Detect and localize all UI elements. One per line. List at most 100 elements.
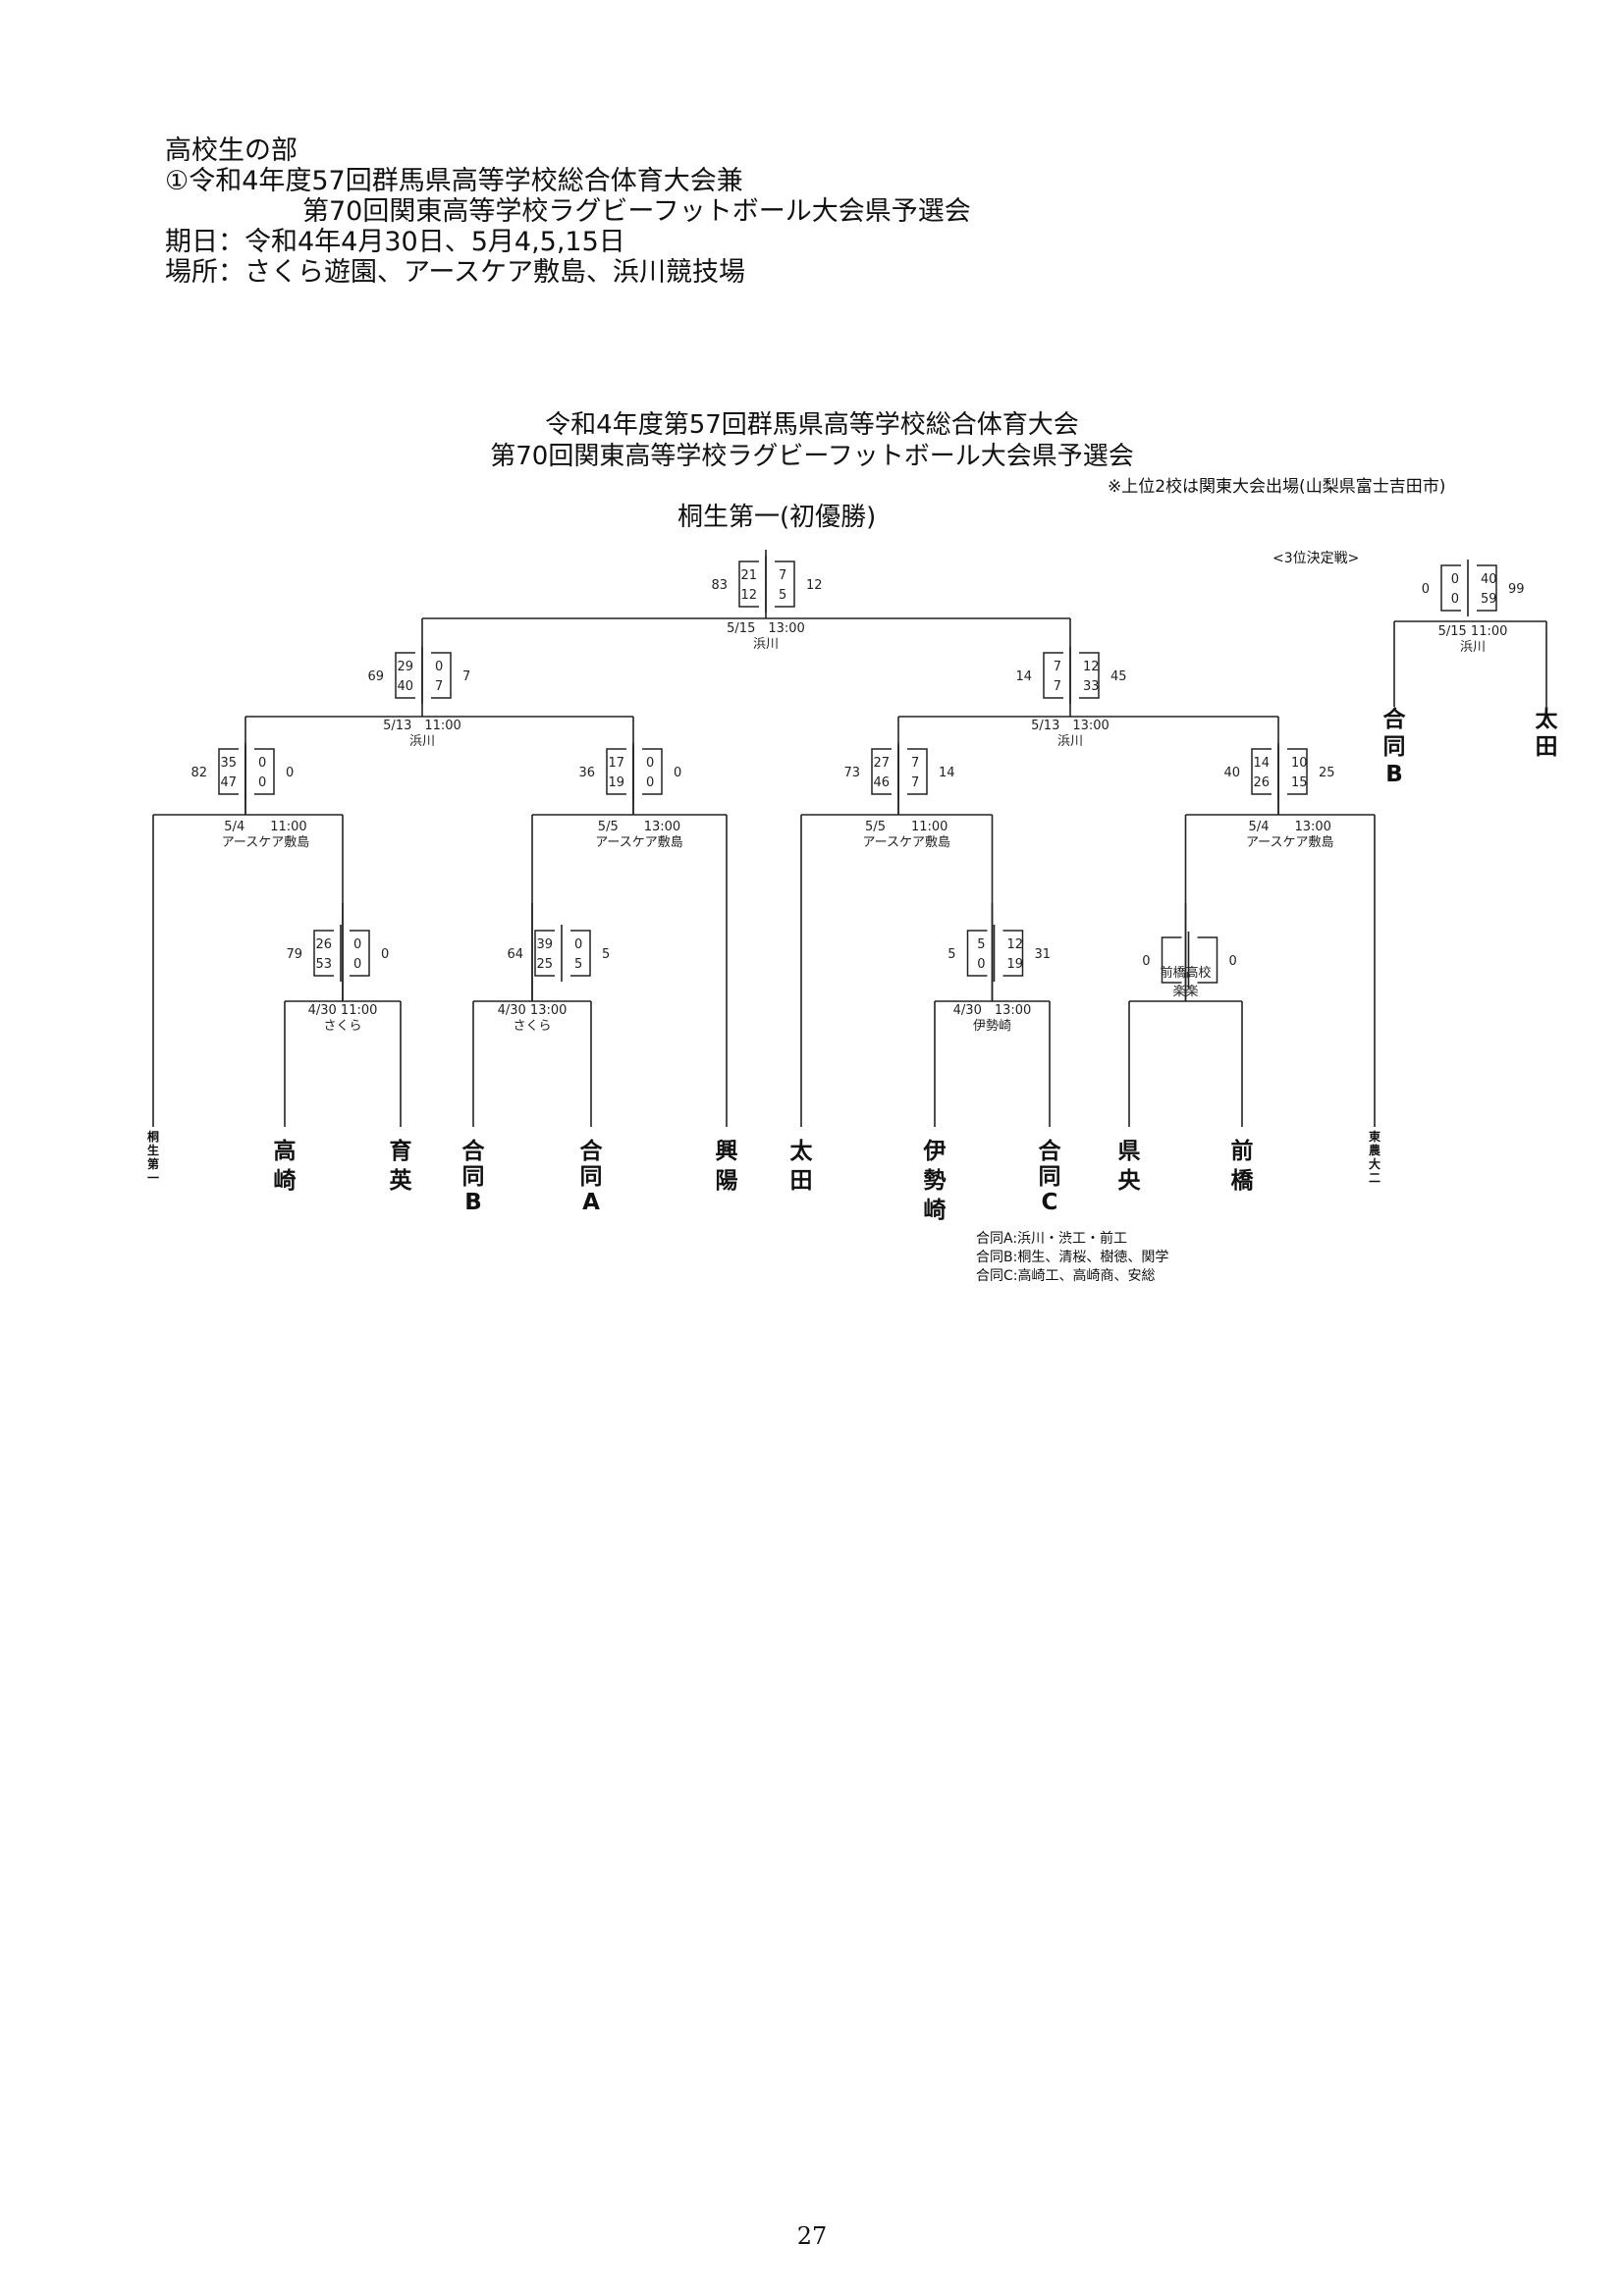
r1c-right-total: 31 [1035, 947, 1052, 962]
event-line-2: 第70回関東高等学校ラグビーフットボール大会県予選会 [302, 196, 971, 227]
qf1-right-total: 0 [286, 766, 294, 780]
qf4-left-score-box [1251, 748, 1272, 795]
r1c-left-second-half: 0 [977, 957, 985, 972]
sf_left-left-first-half: 29 [397, 660, 413, 674]
r1d-right-score-box [1197, 936, 1218, 984]
final-right-second-half: 5 [779, 588, 786, 603]
sf_left-venue: 浜川 [409, 734, 435, 749]
qf3-left-score-box [871, 748, 892, 795]
qf3-right-score-box [907, 748, 928, 795]
qf2-right-second-half: 0 [646, 775, 654, 790]
bracket-title-line-2: 第70回関東高等学校ラグビーフットボール大会県予選会 [490, 442, 1134, 471]
team-t10-char: 県 [1118, 1139, 1141, 1164]
venue-line: 場所：さくら遊園、アースケア敷島、浜川競技場 [165, 257, 746, 288]
qf4-right-score-box [1287, 748, 1308, 795]
qf3-right-total: 14 [939, 766, 955, 780]
r1c-right-score-box [1002, 930, 1024, 977]
team-t3-char: 英 [390, 1167, 413, 1194]
bracket-title-line-1: 令和4年度第57回群馬県高等学校総合体育大会 [545, 410, 1079, 440]
r1c-left-score-box [966, 930, 988, 977]
qf2-left-score-box [606, 748, 626, 795]
qf2-left-second-half: 19 [608, 775, 624, 790]
document-header: 高校生の部 ①令和4年度57回群馬県高等学校総合体育大会兼 第70回関東高等学校… [165, 135, 971, 288]
r1a-right-score-box [350, 930, 370, 977]
third-left-total: 0 [1422, 582, 1430, 597]
final-left-first-half: 21 [740, 568, 757, 583]
r1a-right-second-half: 0 [353, 957, 361, 972]
qualification-note: ※上位2校は関東大会出場(山梨県富士吉田市) [1108, 477, 1446, 497]
r1d-venue: 前橋高校 [1160, 965, 1211, 981]
date-line: 期日：令和4年4月30日、5月4,5,15日 [165, 227, 625, 257]
team-t2-char: 崎 [274, 1168, 297, 1194]
sf_left-right-first-half: 0 [435, 660, 443, 674]
r1b-venue: さくら [513, 1019, 551, 1034]
r1b-left-first-half: 39 [536, 937, 553, 952]
r1b-left-score-box [534, 930, 555, 977]
r1d-right-total: 0 [1229, 954, 1237, 969]
team-t1-char: 一 [147, 1171, 159, 1185]
final-left-score-box [738, 561, 759, 608]
qf2-right-score-box [642, 748, 663, 795]
team-t7-char: 太 [790, 1139, 814, 1164]
sf_right-left-first-half: 7 [1054, 660, 1061, 674]
team-t1-char: 第 [147, 1156, 159, 1171]
r1c-venue: 伊勢崎 [973, 1019, 1011, 1034]
team-t12-char: 農 [1369, 1143, 1381, 1157]
r1b-left-second-half: 25 [536, 957, 553, 972]
qf4-right-first-half: 10 [1291, 756, 1308, 771]
r1b-right-score-box [570, 930, 591, 977]
sf_left-left-second-half: 40 [397, 679, 413, 694]
sf_left-left-score-box [395, 652, 415, 699]
final-right-total: 12 [806, 578, 823, 593]
sf_right-right-total: 45 [1110, 669, 1127, 684]
sf_left-right-second-half: 7 [435, 679, 443, 694]
r1d-venue-2: 楽楽 [1172, 984, 1198, 999]
final-datetime: 5/15 13:00 [727, 621, 805, 636]
qf4-right-second-half: 15 [1291, 775, 1308, 790]
qf3-datetime: 5/5 11:00 [865, 820, 947, 834]
r1c-left-total: 5 [947, 947, 955, 962]
r1b-right-second-half: 5 [574, 957, 582, 972]
third-right-first-half: 40 [1481, 572, 1497, 587]
legend-line-1: 合同A:浜川・渋工・前工 [976, 1231, 1128, 1247]
sf_left-datetime: 5/13 11:00 [383, 719, 461, 733]
qf1-left-score-box [218, 748, 239, 795]
sf_right-venue: 浜川 [1057, 734, 1083, 749]
team-t6-char: 陽 [716, 1168, 738, 1194]
r1a-right-first-half: 0 [353, 937, 361, 952]
qf2-right-total: 0 [674, 766, 681, 780]
team-t6-char: 興 [716, 1138, 738, 1164]
r1c-right-second-half: 19 [1007, 957, 1024, 972]
team-t8-char: 伊 [923, 1138, 947, 1164]
team-t8-char: 崎 [924, 1198, 947, 1223]
legend-line-3: 合同C:高崎工、高崎商、安総 [976, 1268, 1156, 1284]
team-t12-char: 大 [1369, 1156, 1380, 1171]
team-t12-char: 二 [1369, 1171, 1380, 1185]
sf_right-left-total: 14 [1015, 669, 1032, 684]
qf1-venue: アースケア敷島 [222, 835, 310, 850]
team-t4-char: 同 [462, 1164, 485, 1190]
qf3-left-total: 73 [843, 766, 860, 780]
qf1-left-total: 82 [190, 766, 207, 780]
qf4-left-total: 40 [1223, 766, 1240, 780]
team-t11-char: 前 [1231, 1138, 1254, 1164]
sf_right-left-second-half: 7 [1054, 679, 1061, 694]
team-tp_left-char: 合 [1383, 706, 1407, 732]
team-t12-char: 東 [1369, 1129, 1380, 1144]
third-left-first-half: 0 [1451, 572, 1459, 587]
qf3-venue: アースケア敷島 [862, 835, 950, 850]
sf_right-left-score-box [1043, 652, 1063, 699]
champion-label: 桐生第一(初優勝) [677, 503, 877, 532]
qf1-right-second-half: 0 [258, 775, 266, 790]
team-t5-char: 同 [580, 1164, 603, 1190]
team-t4-char: B [464, 1190, 482, 1215]
final-venue: 浜川 [753, 637, 779, 652]
team-t11-char: 橋 [1231, 1168, 1255, 1194]
r1a-venue: さくら [323, 1019, 361, 1034]
qf1-right-first-half: 0 [258, 756, 266, 771]
qf1-datetime: 5/4 11:00 [224, 820, 306, 834]
sf_left-right-score-box [431, 652, 452, 699]
r1c-left-first-half: 5 [977, 937, 985, 952]
qf4-left-second-half: 26 [1253, 775, 1270, 790]
third-right-total: 99 [1508, 582, 1525, 597]
